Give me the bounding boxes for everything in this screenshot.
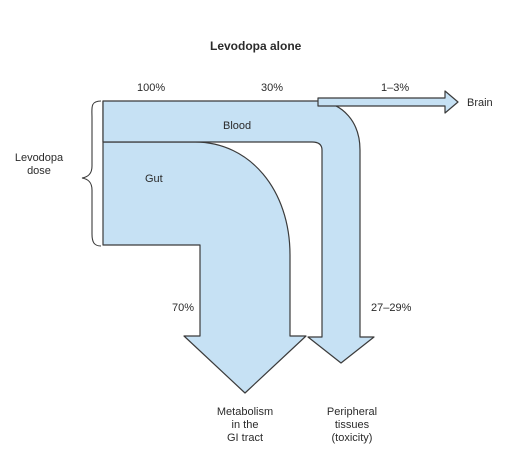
brain-label: Brain	[467, 97, 493, 109]
blood-percent-label: 30%	[261, 82, 284, 94]
gut-gi-flow-arrow	[102, 100, 307, 394]
dose-brace	[81, 100, 102, 247]
diagram-title: Levodopa alone	[210, 39, 302, 53]
gut-label: Gut	[145, 173, 163, 185]
gi-percent-label: 70%	[172, 302, 195, 314]
brain-flow-arrow	[317, 90, 459, 114]
peripheral-tissues-label: Peripheral tissues (toxicity)	[326, 406, 378, 444]
blood-peripheral-flow-arrow	[102, 100, 375, 364]
blood-label: Blood	[223, 120, 252, 132]
dose-percent-label: 100%	[137, 82, 166, 94]
peripheral-percent-label: 27–29%	[371, 302, 412, 314]
levodopa-dose-label: Levodopa dose	[14, 152, 64, 177]
gi-metabolism-label: Metabolism in the GI tract	[216, 406, 274, 444]
brain-percent-label: 1–3%	[381, 82, 410, 94]
